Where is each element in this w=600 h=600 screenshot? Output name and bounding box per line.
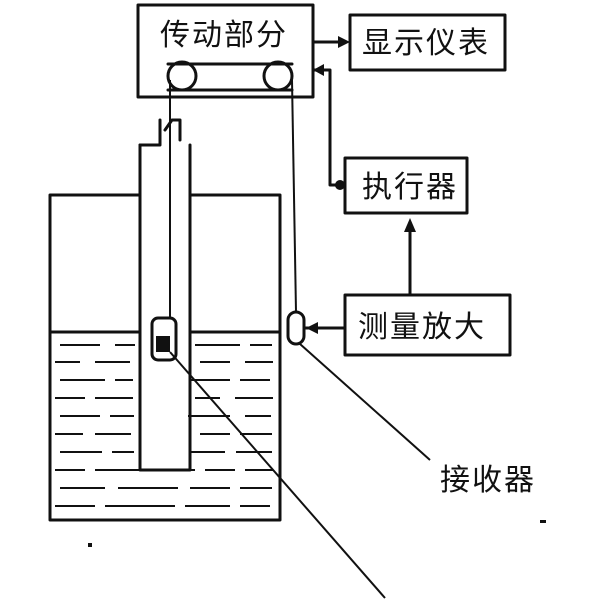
receiver-element — [286, 310, 306, 346]
arrow-head-drive — [313, 64, 324, 76]
drive-unit-label: 传动部分 — [160, 18, 288, 53]
actuator-label: 执行器 — [362, 170, 458, 205]
arrow-head-display — [338, 36, 350, 48]
display-meter-label: 显示仪表 — [362, 26, 490, 61]
speck-mark-2 — [88, 543, 92, 547]
tank-walls — [48, 193, 282, 522]
receiver-label: 接收器 — [440, 463, 536, 498]
pulley-assembly — [166, 60, 294, 92]
actuator-connector-dot — [335, 180, 345, 190]
actuator-to-drive-line — [311, 68, 347, 187]
liquid — [50, 332, 280, 520]
measure-amplifier-box — [343, 293, 512, 357]
guide-tube — [138, 143, 192, 472]
float-core — [156, 336, 170, 352]
float — [150, 316, 178, 362]
drive-unit-box — [136, 3, 315, 99]
float-leader-line — [169, 351, 386, 599]
arrow-head-receiver — [306, 322, 318, 334]
display-meter-box — [348, 13, 507, 72]
tube-top-bracket — [138, 118, 182, 147]
speck-mark — [540, 520, 546, 523]
arrow-head-actuator — [404, 218, 416, 232]
receiver-leader-line — [299, 343, 431, 461]
cable-right — [291, 79, 297, 313]
measure-amplifier-label: 测量放大 — [358, 310, 486, 345]
